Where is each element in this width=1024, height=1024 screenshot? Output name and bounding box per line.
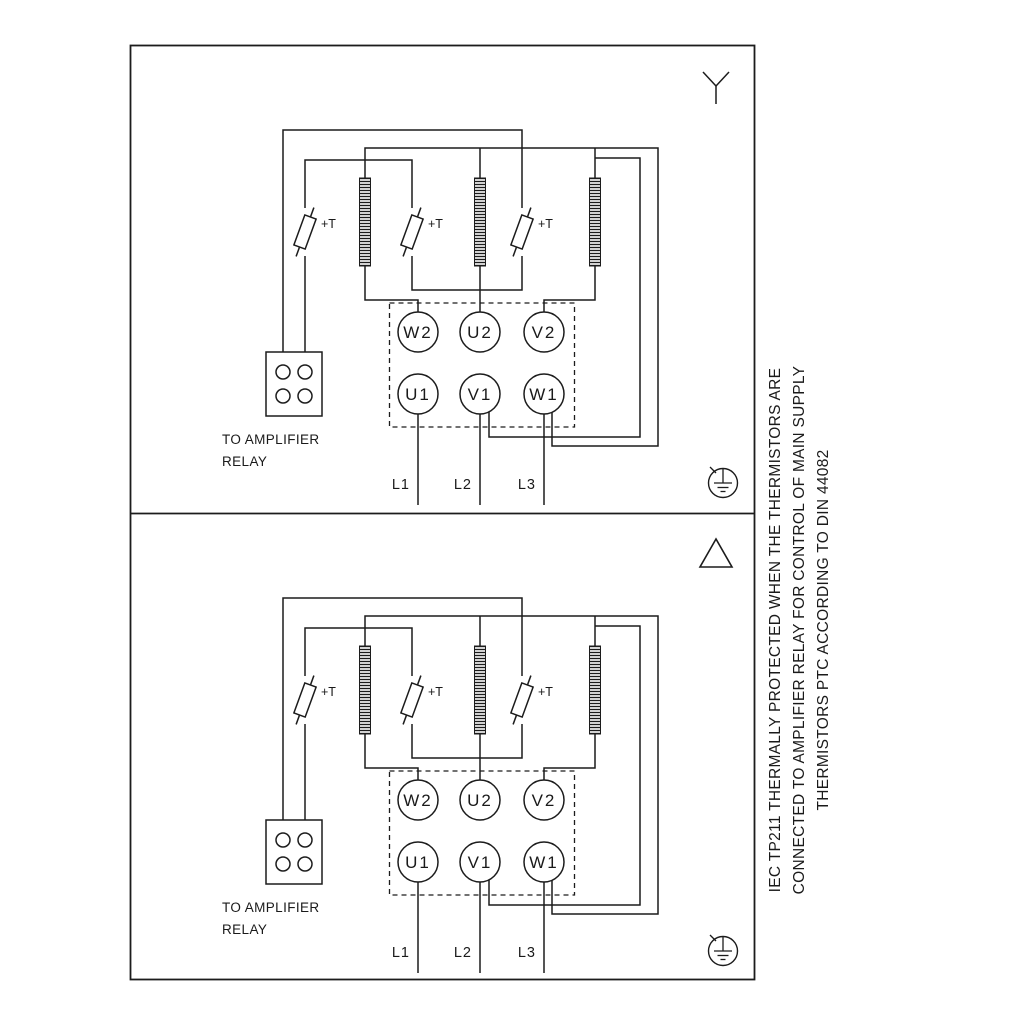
delta-panel bbox=[221, 597, 739, 974]
side-note: IEC TP211 THERMALLY PROTECTED WHEN THE T… bbox=[767, 366, 832, 895]
diagram-border bbox=[129, 44, 756, 981]
star-symbol-icon bbox=[702, 71, 730, 104]
side-note-line3: THERMISTORS PTC ACCORDING TO DIN 44082 bbox=[815, 449, 832, 810]
star-panel bbox=[221, 129, 739, 506]
side-note-line2: CONNECTED TO AMPLIFIER RELAY FOR CONTROL… bbox=[791, 366, 808, 895]
side-note-line1: IEC TP211 THERMALLY PROTECTED WHEN THE T… bbox=[767, 368, 784, 893]
delta-symbol-icon bbox=[698, 537, 734, 568]
